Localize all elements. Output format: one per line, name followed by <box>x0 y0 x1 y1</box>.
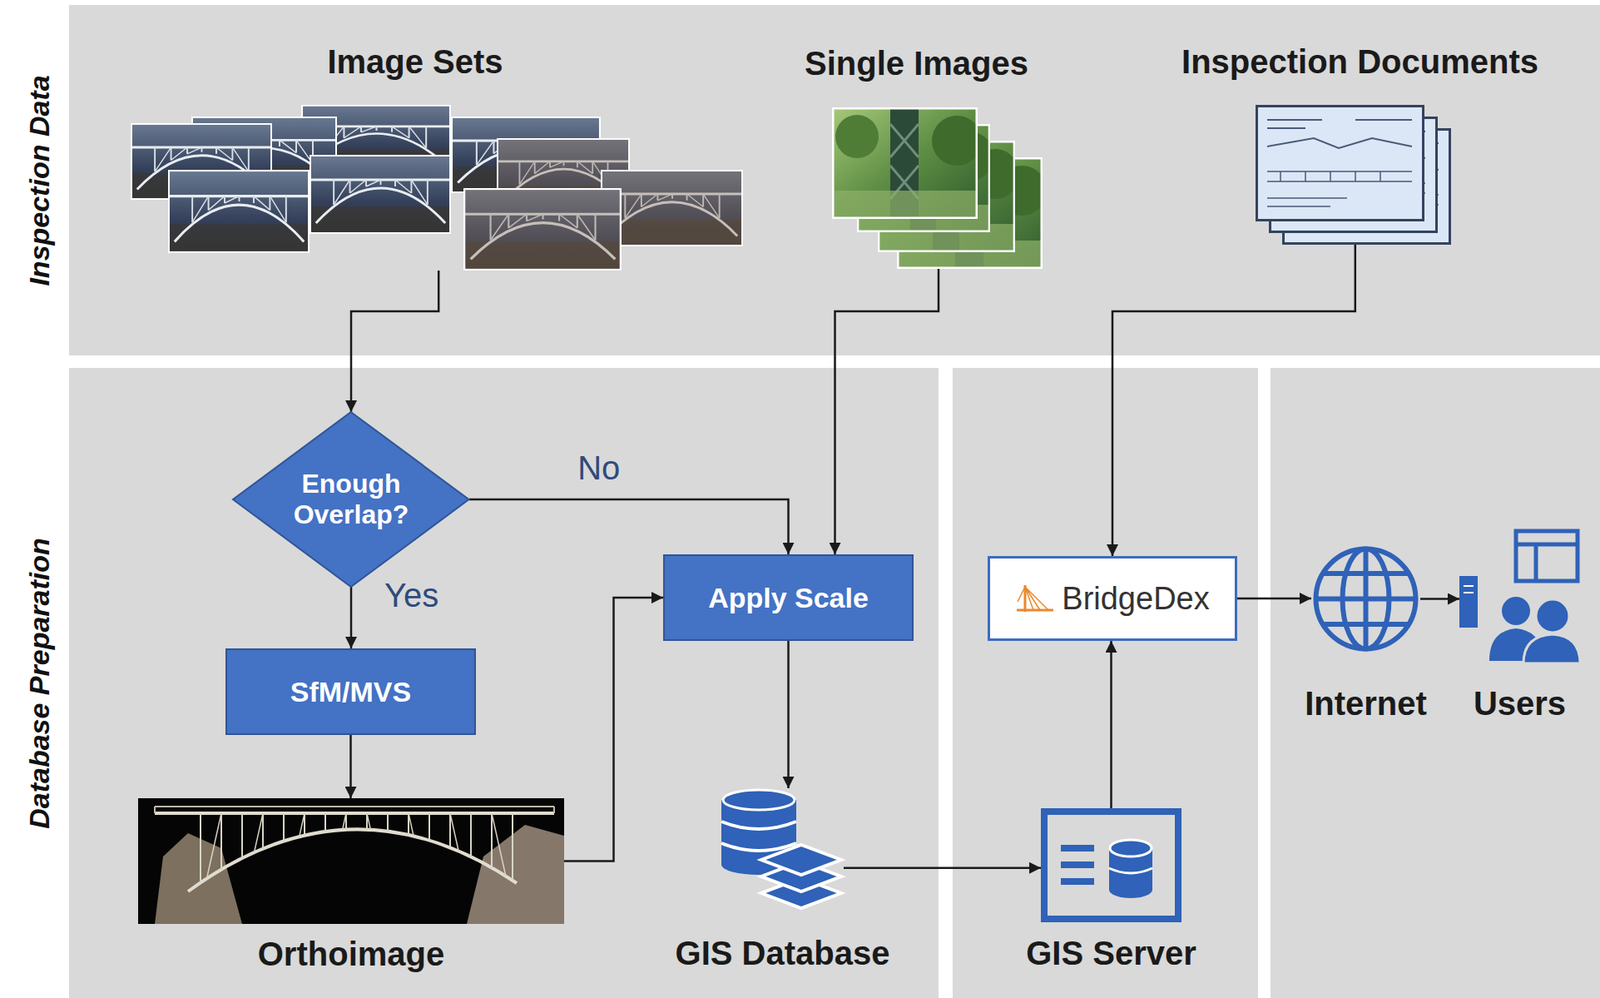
group-heading: Single Images <box>804 44 1029 83</box>
connector-arrow <box>351 270 439 412</box>
icon-node: Users <box>1459 527 1581 664</box>
edge-label: Yes <box>384 576 439 615</box>
panel-band: Inspection DataImage SetsSingle ImagesIn… <box>69 4 1600 356</box>
connector-arrow <box>349 734 352 798</box>
icon-node: GIS Database <box>721 787 844 909</box>
logo-box: BridgeDex <box>987 555 1238 641</box>
logo-text: BridgeDex <box>1061 580 1209 617</box>
connector-arrow <box>1112 244 1356 556</box>
connector-arrow <box>787 640 790 788</box>
process-box: SfM/MVS <box>225 648 476 735</box>
box-label: Apply Scale <box>708 581 869 615</box>
connector-arrow <box>1420 597 1460 600</box>
connector-arrow <box>843 866 1041 869</box>
icon-node: GIS Server <box>1040 807 1182 922</box>
image-group: Inspection Documents <box>1255 104 1452 245</box>
process-box: Apply Scale <box>663 554 914 641</box>
edge-label: No <box>577 448 620 486</box>
bridge-logo <box>1015 581 1056 615</box>
decision-label: Enough Overlap? <box>280 468 422 531</box>
band-label: Inspection Data <box>23 74 56 286</box>
connector-arrow <box>564 597 664 862</box>
box-label: SfM/MVS <box>290 675 412 709</box>
image-group: Single Images <box>832 107 1043 269</box>
panel-band: Database PreparationEnough Overlap?Apply… <box>69 367 939 998</box>
icon-label: Orthoimage <box>257 935 445 973</box>
icon-label: Users <box>1473 684 1566 723</box>
band-label: Database Preparation <box>23 537 56 829</box>
image-group: Image Sets <box>130 104 744 271</box>
icon-node: Orthoimage <box>138 797 565 924</box>
icon-label: GIS Database <box>675 934 891 972</box>
icon-node: Internet <box>1311 544 1421 654</box>
group-heading: Inspection Documents <box>1181 43 1539 81</box>
icon-label: Internet <box>1304 684 1427 723</box>
connector-arrow <box>469 499 789 555</box>
group-heading: Image Sets <box>326 43 503 81</box>
connector-arrow <box>1237 597 1312 600</box>
connector-arrow <box>1109 640 1113 808</box>
decision-diamond: Enough Overlap? <box>232 411 470 587</box>
connector-arrow <box>835 268 940 555</box>
diamond-shape <box>232 411 470 587</box>
connector-arrow <box>350 586 353 649</box>
icon-label: GIS Server <box>1025 934 1197 972</box>
